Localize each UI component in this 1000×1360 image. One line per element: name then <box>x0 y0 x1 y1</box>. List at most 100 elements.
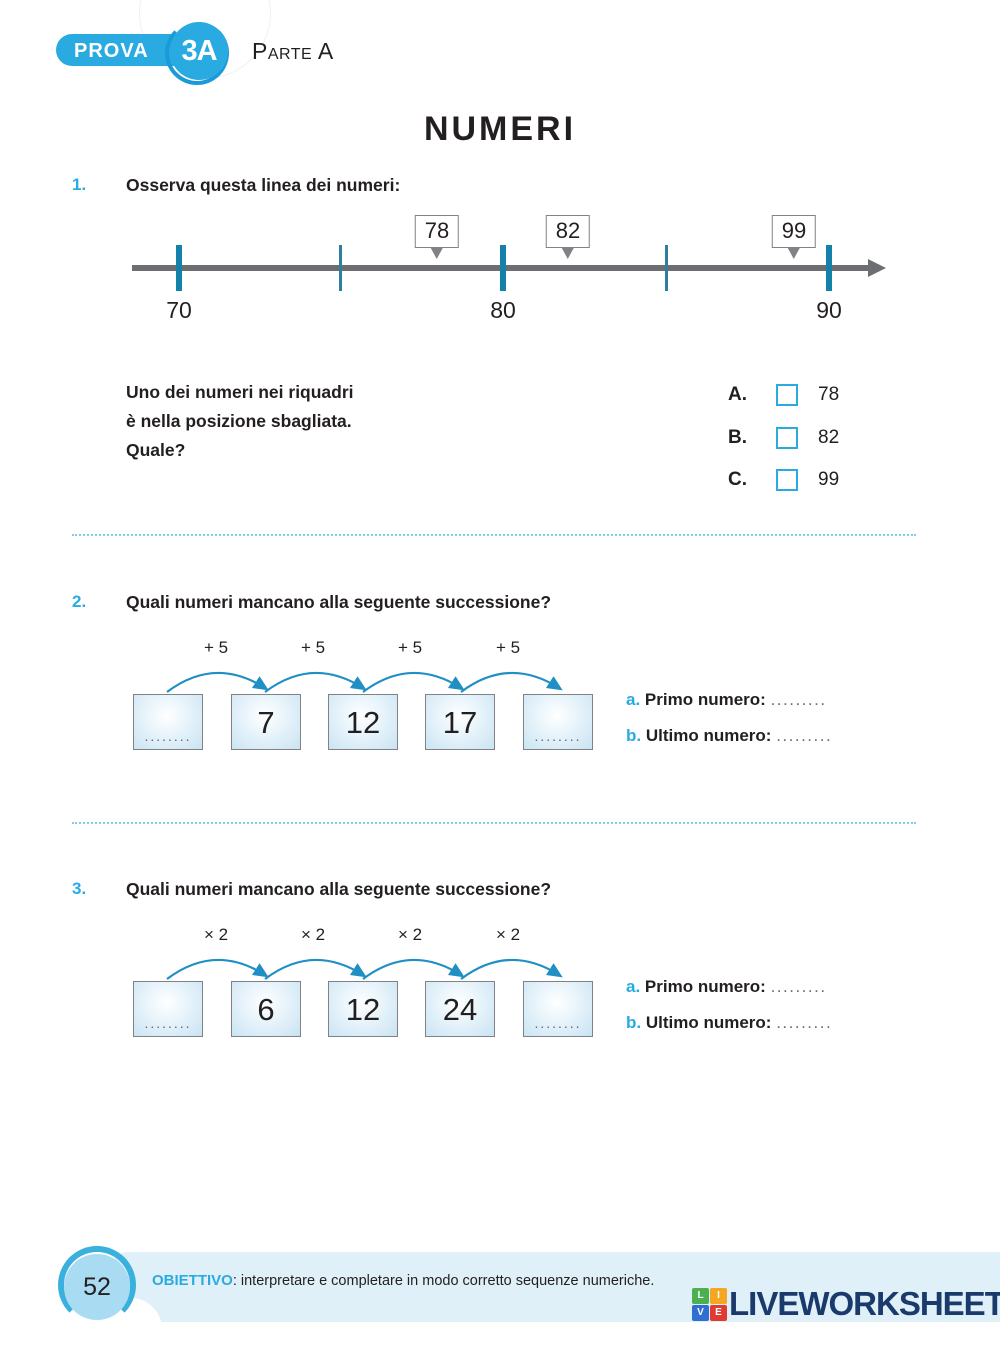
exercise-2-arrows <box>166 671 563 693</box>
callout-82-value: 82 <box>545 215 591 248</box>
exercise-2-box-4-value: 17 <box>442 705 478 740</box>
number-line-tick-minor-2 <box>665 245 668 291</box>
exercise-3-answer-b[interactable]: b. Ultimo numero: ......... <box>626 1013 832 1033</box>
liveworksheets-wordmark: LIVEWORKSHEETS <box>729 1285 1000 1322</box>
exercise-2-box-3[interactable]: 12 <box>328 694 398 750</box>
logo-tile-v: V <box>692 1304 709 1321</box>
exercise-2-op-label-4: + 5 <box>495 638 521 657</box>
logo-tile-i: I <box>710 1287 727 1304</box>
exercise-3-answer-a[interactable]: a. Primo numero: ......... <box>626 977 827 997</box>
exercise-2-box-1-placeholder: ........ <box>144 728 192 744</box>
logo-tile-l: L <box>692 1287 709 1304</box>
objective-body: : interpretare e completare in modo corr… <box>232 1273 655 1289</box>
exercise-3-answer-b-field[interactable]: ......... <box>776 1013 833 1032</box>
exercise-3-arrows <box>166 958 563 980</box>
number-line-callout-82: 82 <box>545 215 591 259</box>
exercise-3-answer-a-marker: a. <box>626 977 641 996</box>
exercise-2-box-2-value: 7 <box>257 705 275 740</box>
exercise-2-op-label-1: + 5 <box>203 638 229 657</box>
exercise-3-box-2[interactable]: 6 <box>231 981 301 1037</box>
exercise-3-box-2-value: 6 <box>257 992 275 1027</box>
exercise-3-op-label-1: × 2 <box>203 925 229 944</box>
option-a-checkbox[interactable] <box>776 384 798 406</box>
number-line-label-80: 80 <box>490 297 516 323</box>
exercise-3-box-3-value: 12 <box>345 992 381 1027</box>
option-c-letter: C. <box>728 469 747 490</box>
number-line-label-90: 90 <box>816 297 842 323</box>
exercise-2-answer-a-field[interactable]: ......... <box>770 690 827 709</box>
page-number: 52 <box>83 1273 111 1301</box>
exercise-3-box-1[interactable]: ........ <box>133 981 203 1037</box>
exercise-2-number: 2. <box>72 592 87 611</box>
exercise-2-box-1[interactable]: ........ <box>133 694 203 750</box>
exercise-3-answer-b-marker: b. <box>626 1013 642 1032</box>
option-c-value: 99 <box>818 469 840 490</box>
exercise-3-answer-a-field[interactable]: ......... <box>770 977 827 996</box>
exercise-2-box-5-placeholder: ........ <box>534 728 582 744</box>
exercise-3-box-5[interactable]: ........ <box>523 981 593 1037</box>
exercise-3-op-label-2: × 2 <box>300 925 326 944</box>
liveworksheets-logo-tiles: L I V E <box>692 1287 727 1321</box>
objective-text: OBIETTIVO: interpretare e completare in … <box>152 1272 654 1289</box>
exercise-3-box-5-placeholder: ........ <box>534 1015 582 1031</box>
option-a-letter: A. <box>728 384 747 405</box>
exercise-3-answer-a-label: Primo numero: <box>644 977 766 996</box>
exercise-3-box-4-value: 24 <box>442 992 478 1027</box>
exercise-3-number: 3. <box>72 879 87 898</box>
exercise-2-answer-b-marker: b. <box>626 726 642 745</box>
divider-1 <box>72 534 916 536</box>
exercise-3-box-1-placeholder: ........ <box>144 1015 192 1031</box>
footer-band <box>110 1252 1000 1322</box>
exercise-2-answer-a[interactable]: a. Primo numero: ......... <box>626 690 827 710</box>
option-b-letter: B. <box>728 427 747 448</box>
number-line-tick-70 <box>176 245 182 291</box>
callout-78-value: 78 <box>414 215 460 248</box>
exercise-1-question-line-2: è nella posizione sbagliata. <box>126 411 352 431</box>
exercise-2-answer-b-label: Ultimo numero: <box>645 726 772 745</box>
number-line-tick-80 <box>500 245 506 291</box>
number-line-callout-78: 78 <box>414 215 460 259</box>
exercise-3-op-label-4: × 2 <box>495 925 521 944</box>
exercise-2-sequence-figure: + 5 + 5 + 5 + 5 ........ 7 12 17 .......… <box>0 630 1000 770</box>
page-title: NUMERI <box>423 110 577 148</box>
test-badge-label: 3A <box>181 35 217 67</box>
number-line-callout-99: 99 <box>771 215 817 259</box>
logo-tile-e: E <box>710 1304 727 1321</box>
exercise-3-box-3[interactable]: 12 <box>328 981 398 1037</box>
option-c-checkbox[interactable] <box>776 469 798 491</box>
exercise-2-box-2[interactable]: 7 <box>231 694 301 750</box>
exercise-3-answer-b-label: Ultimo numero: <box>645 1013 772 1032</box>
exercise-2-box-5[interactable]: ........ <box>523 694 593 750</box>
number-line-label-70: 70 <box>166 297 192 323</box>
exercise-1-number: 1. <box>72 175 87 194</box>
callout-78-pointer <box>430 248 443 259</box>
number-line-figure: 70 80 90 78 82 99 <box>0 205 1000 335</box>
exercise-1-prompt: Osserva questa linea dei numeri: <box>126 175 401 195</box>
exercise-2-prompt: Quali numeri mancano alla seguente succe… <box>126 592 552 612</box>
page-number-arc <box>58 1246 136 1324</box>
exercise-2-answer-b-field[interactable]: ......... <box>776 726 833 745</box>
number-line-arrowhead <box>868 259 886 277</box>
option-b-checkbox[interactable] <box>776 427 798 449</box>
part-label: Parte A <box>252 38 334 64</box>
option-a-value: 78 <box>818 384 840 405</box>
exercise-2-box-4[interactable]: 17 <box>425 694 495 750</box>
option-b-value: 82 <box>818 427 840 448</box>
number-line-tick-90 <box>826 245 832 291</box>
callout-99-value: 99 <box>771 215 817 248</box>
exercise-2-answer-a-marker: a. <box>626 690 641 709</box>
page-footer: 52 OBIETTIVO: interpretare e completare … <box>0 1246 1000 1360</box>
page-number-badge: 52 <box>64 1254 130 1320</box>
exercise-3-op-label-3: × 2 <box>397 925 423 944</box>
exercise-1-question-line-1: Uno dei numeri nei riquadri <box>126 382 354 402</box>
exercise-3-box-4[interactable]: 24 <box>425 981 495 1037</box>
exercise-2-box-3-value: 12 <box>345 705 381 740</box>
exercise-1-question: Uno dei numeri nei riquadri è nella posi… <box>126 378 354 465</box>
exercise-2-answer-a-label: Primo numero: <box>644 690 766 709</box>
exercise-2-op-label-3: + 5 <box>397 638 423 657</box>
exercise-2-op-label-2: + 5 <box>300 638 326 657</box>
objective-label: OBIETTIVO <box>152 1272 233 1289</box>
exercise-2-answer-b[interactable]: b. Ultimo numero: ......... <box>626 726 832 746</box>
divider-2 <box>72 822 916 824</box>
exercise-3-prompt: Quali numeri mancano alla seguente succe… <box>126 879 552 899</box>
